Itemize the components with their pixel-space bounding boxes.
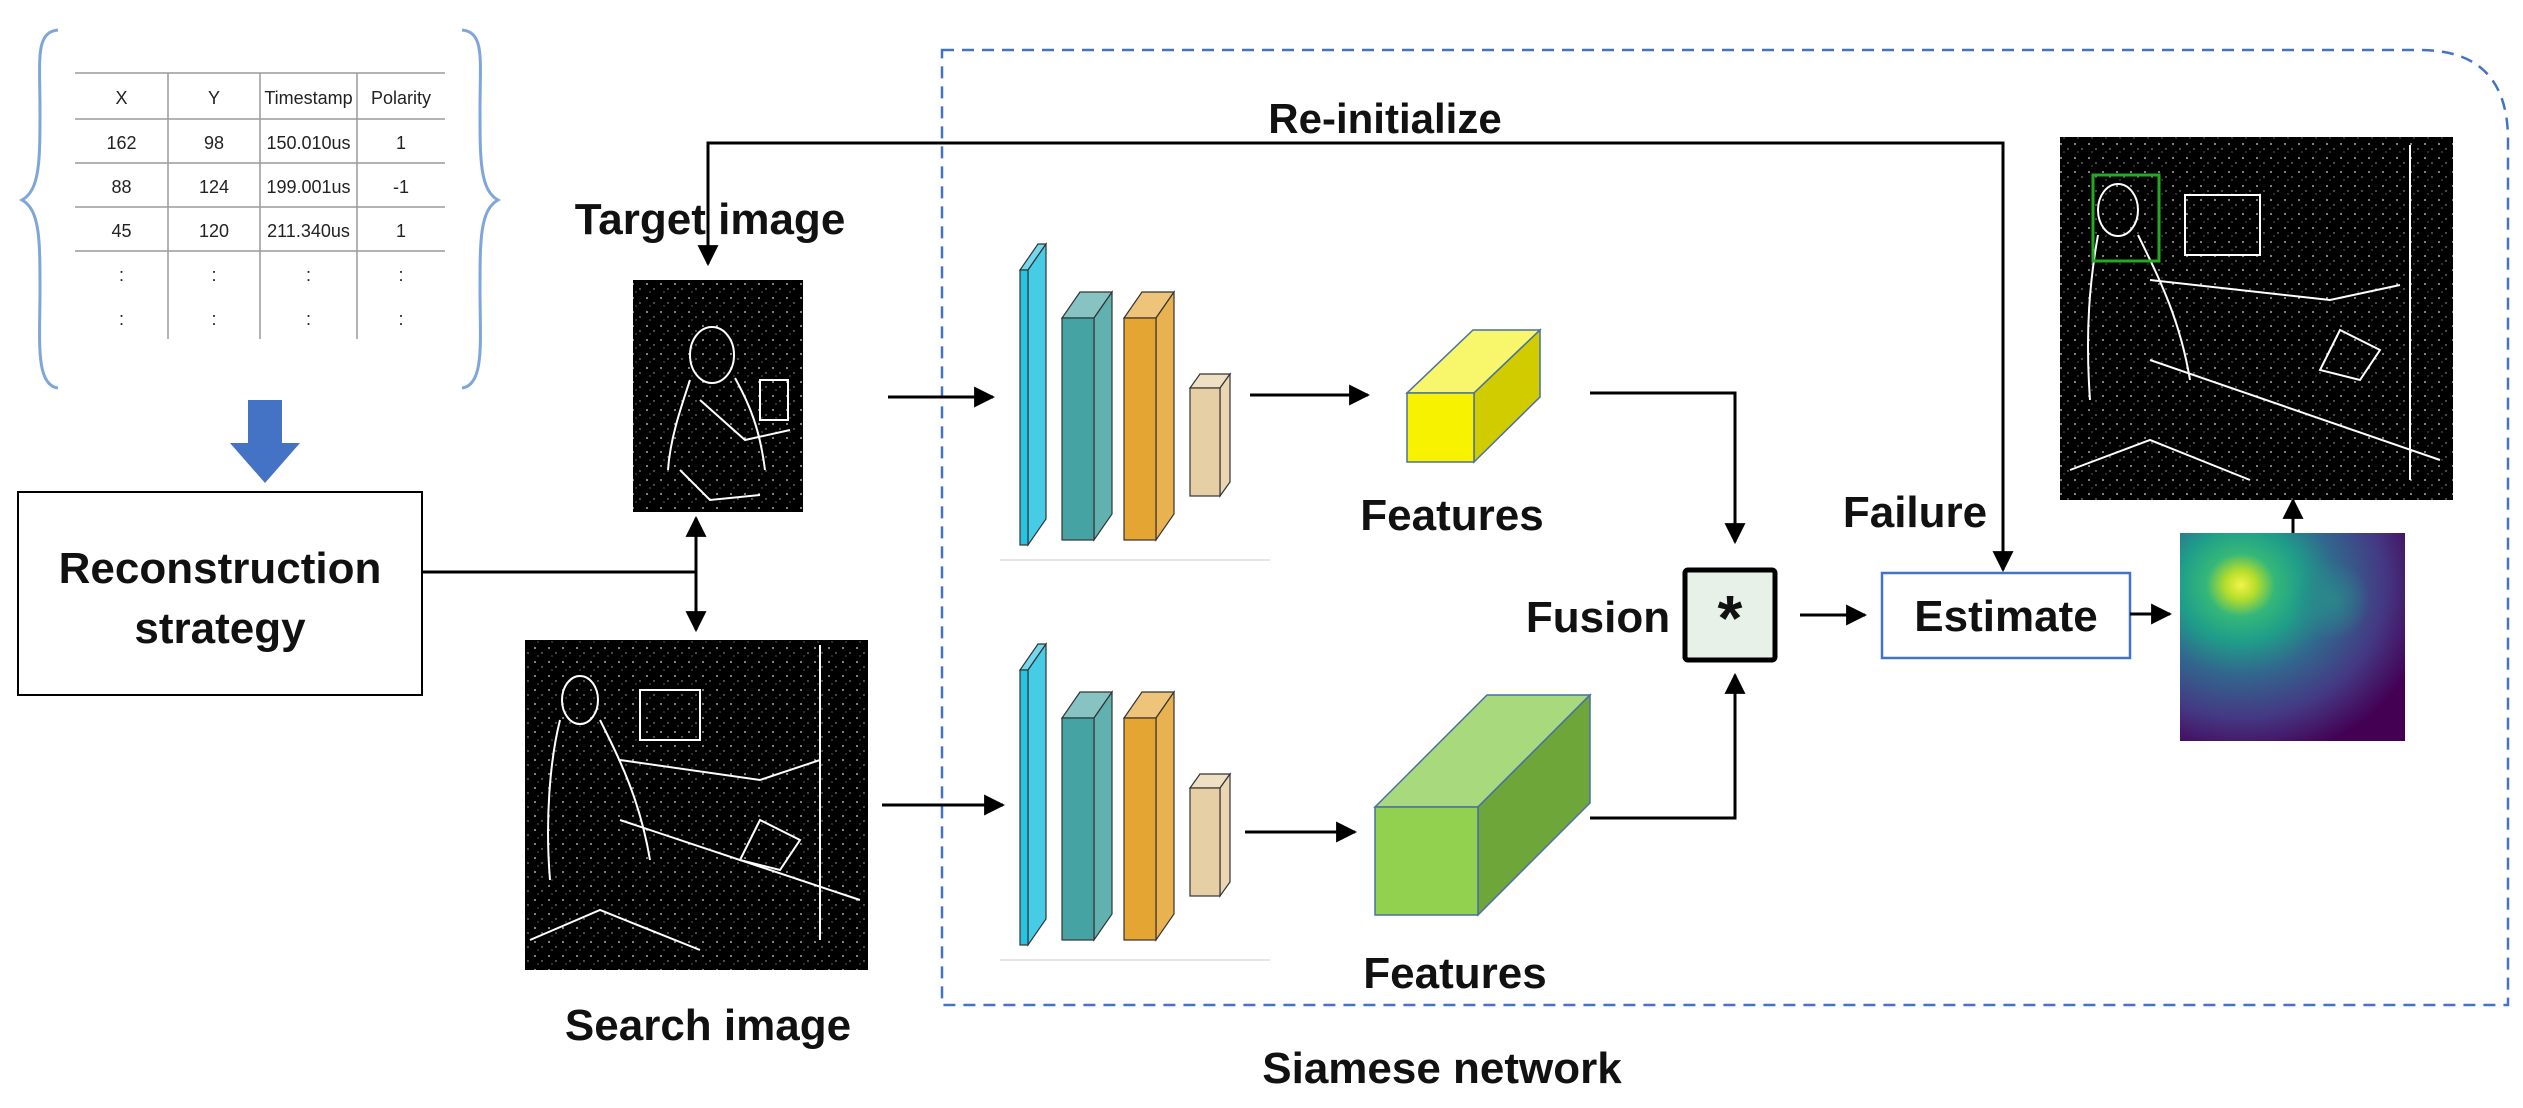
cnn-layer-3 (1122, 690, 1176, 942)
reinitialize-arrow (697, 141, 2014, 573)
reconstruction-label-line2: strategy (134, 604, 306, 653)
table-cell: 1 (396, 221, 406, 241)
tracking-result-image (2060, 137, 2453, 500)
cnn-backbone-top (1000, 242, 1270, 561)
table-cell: 120 (199, 221, 229, 241)
table-cell: : (398, 309, 403, 329)
right-brace (461, 28, 502, 390)
failure-label: Failure (1843, 488, 1987, 537)
fusion-box: * (1682, 567, 1778, 663)
table-cell: : (211, 265, 216, 285)
table-cell: : (306, 309, 311, 329)
estimate-label: Estimate (1914, 592, 2097, 641)
table-cell: 88 (111, 177, 131, 197)
features-bottom-to-fusion-arrow (1590, 672, 1746, 820)
table-cell: : (306, 265, 311, 285)
cnn-layer-1 (1018, 242, 1048, 547)
features-top-label: Features (1360, 491, 1543, 540)
cnn-backbone-bottom (1000, 642, 1270, 961)
fusion-label: Fusion (1526, 593, 1670, 642)
table-cell: : (119, 309, 124, 329)
table-cell: 45 (111, 221, 131, 241)
target-image (633, 280, 803, 512)
cnn-layer-4 (1188, 372, 1232, 498)
table-cell: 150.010us (266, 133, 350, 153)
down-arrow (230, 400, 300, 483)
features-top-cube (1405, 328, 1542, 464)
siamese-network-label: Siamese network (1262, 1044, 1622, 1093)
table-cell: 1 (396, 133, 406, 153)
estimate-box: Estimate (1880, 571, 2132, 660)
table-header-cell: Polarity (371, 88, 431, 108)
event-table: X Y Timestamp Polarity 162 98 150.010us 1 88 124 1… (18, 28, 502, 390)
reconstruction-label-line1: Reconstruction (59, 544, 382, 593)
features-top-to-fusion-arrow (1590, 391, 1746, 545)
siamese-network-region (940, 48, 2510, 1007)
table-cell: 162 (106, 133, 136, 153)
table-cell: 199.001us (266, 177, 350, 197)
features-bottom-cube (1373, 693, 1592, 917)
cnn-layer-4 (1188, 772, 1232, 898)
table-header-cell: Y (208, 88, 220, 108)
target-image-label: Target image (575, 195, 846, 244)
table-cell: 98 (204, 133, 224, 153)
search-image-label: Search image (565, 1001, 851, 1050)
table-cell: -1 (393, 177, 409, 197)
fusion-operator: * (1718, 582, 1743, 654)
table-cell: : (119, 265, 124, 285)
table-cell: 124 (199, 177, 229, 197)
table-cell: : (398, 265, 403, 285)
cnn-layer-1 (1018, 642, 1048, 947)
table-header-cell: X (115, 88, 127, 108)
cnn-layer-3 (1122, 290, 1176, 542)
cnn-layer-2 (1060, 290, 1114, 542)
left-brace (18, 28, 59, 390)
table-header-cell: Timestamp (264, 88, 352, 108)
reconstruction-strategy-box: Reconstruction strategy (17, 491, 423, 696)
tracking-bounding-box (2091, 173, 2161, 263)
features-bottom-label: Features (1363, 949, 1546, 998)
cnn-layer-2 (1060, 690, 1114, 942)
reinitialize-label: Re-initialize (1268, 95, 1501, 142)
table-cell: 211.340us (267, 221, 350, 241)
response-heatmap (2180, 533, 2405, 741)
table-cell: : (211, 309, 216, 329)
search-image (525, 640, 868, 970)
